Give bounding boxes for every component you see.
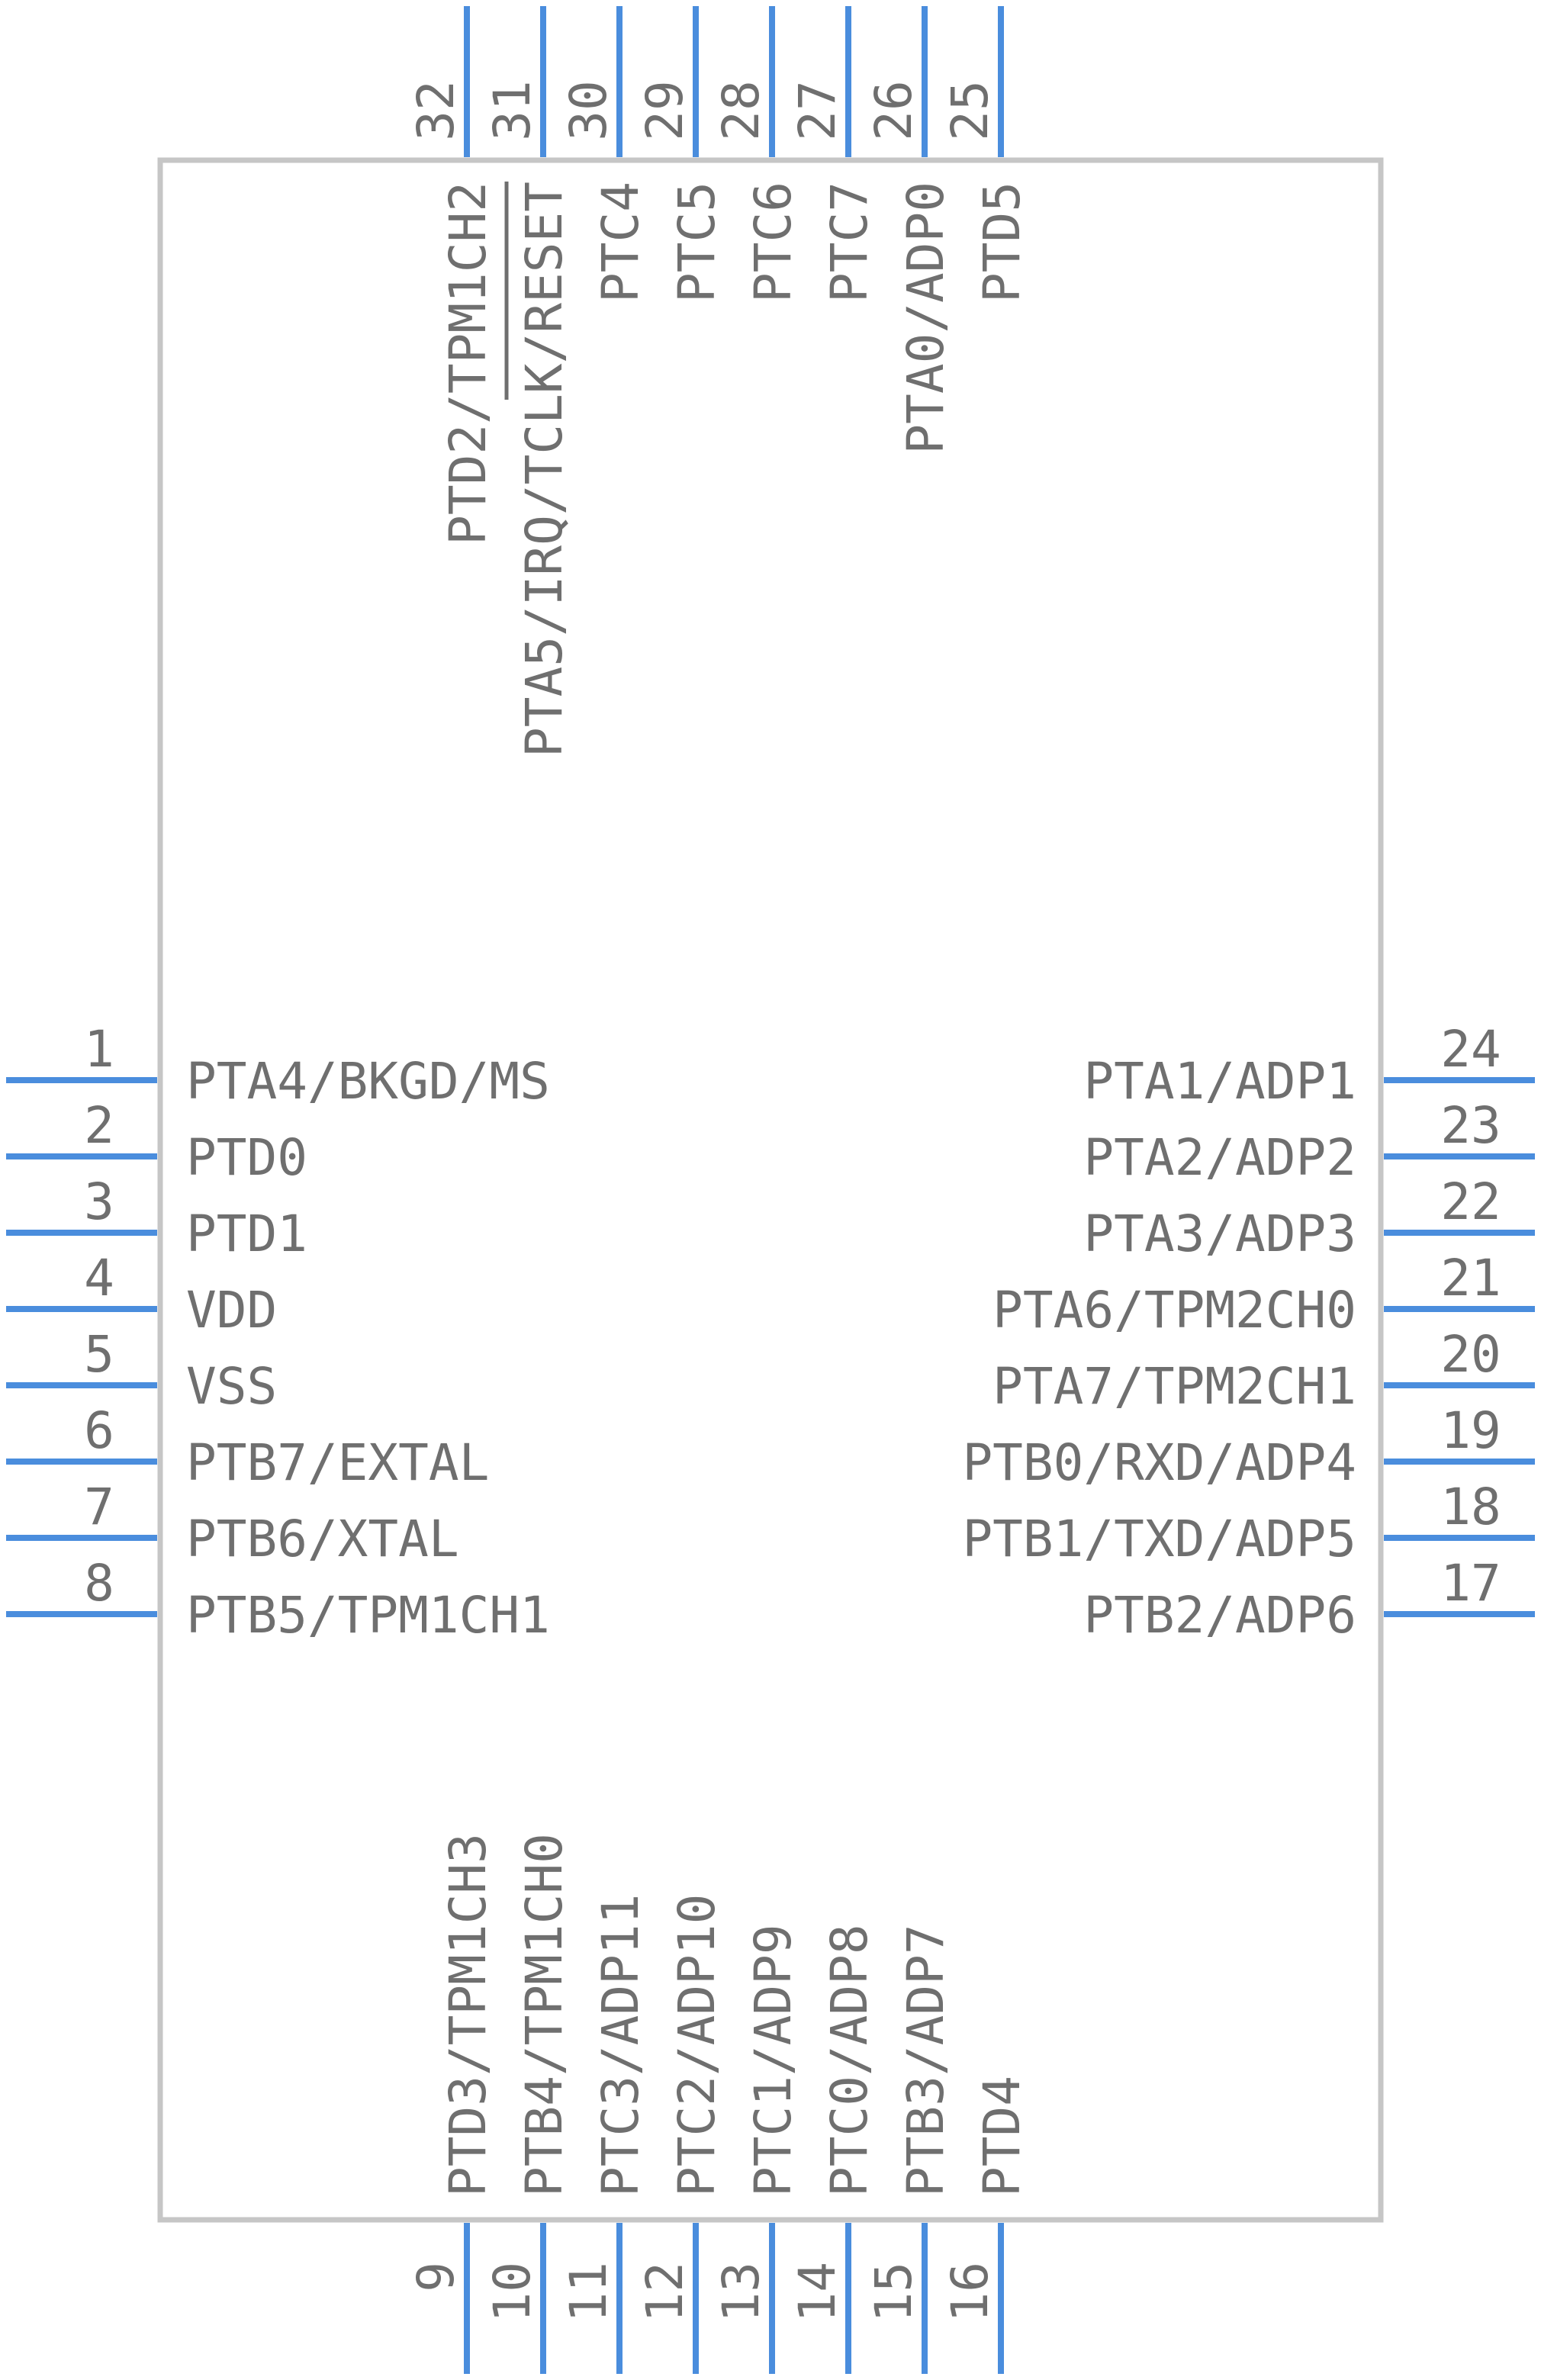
pin-28-label: PTC6 xyxy=(744,182,803,303)
pin-19-label: PTB0/RXD/ADP4 xyxy=(962,1433,1356,1492)
pin-29-label: PTC5 xyxy=(668,182,726,303)
pin-32-number: 32 xyxy=(407,80,465,140)
pin-18-label: PTB1/TXD/ADP5 xyxy=(962,1510,1356,1568)
pin-8-number: 8 xyxy=(84,1554,114,1613)
pin-3-label: PTD1 xyxy=(186,1204,307,1263)
pin-21-number: 21 xyxy=(1440,1249,1501,1307)
pin-21-label: PTA6/TPM2CH0 xyxy=(992,1281,1356,1340)
pin-14-label: PTC0/ADP8 xyxy=(820,1924,879,2197)
pin-11-number: 11 xyxy=(559,2262,618,2322)
pin-28-number: 28 xyxy=(712,80,770,140)
pin-9-label: PTD3/TPM1CH3 xyxy=(439,1833,497,2197)
pin-18-number: 18 xyxy=(1440,1478,1501,1536)
pin-16-number: 16 xyxy=(941,2262,999,2322)
pin-4-number: 4 xyxy=(84,1249,114,1307)
pin-8-label: PTB5/TPM1CH1 xyxy=(186,1586,550,1645)
pin-10-number: 10 xyxy=(483,2262,542,2322)
pin-13-label: PTC1/ADP9 xyxy=(744,1924,803,2197)
pin-5-label: VSS xyxy=(186,1357,277,1416)
pin-2-number: 2 xyxy=(84,1096,114,1155)
pin-7-label: PTB6/XTAL xyxy=(186,1510,459,1568)
pin-2-label: PTD0 xyxy=(186,1128,307,1187)
pin-23-label: PTA2/ADP2 xyxy=(1083,1128,1356,1187)
pin-31-number: 31 xyxy=(483,80,542,140)
pin-24-label: PTA1/ADP1 xyxy=(1083,1052,1356,1111)
pin-25-label: PTD5 xyxy=(973,182,1031,303)
pin-24-number: 24 xyxy=(1440,1020,1501,1079)
pin-6-number: 6 xyxy=(84,1401,114,1460)
pin-29-number: 29 xyxy=(635,80,694,140)
pin-31-label: PTA5/IRQ/TCLK/RESET xyxy=(515,182,574,757)
ic-body xyxy=(157,157,1384,2223)
pin-23-number: 23 xyxy=(1440,1096,1501,1155)
pin-11-label: PTC3/ADP11 xyxy=(591,1894,650,2197)
pin-20-number: 20 xyxy=(1440,1325,1501,1384)
pin-1-label: PTA4/BKGD/MS xyxy=(186,1052,550,1111)
pin-30-label: PTC4 xyxy=(591,182,650,303)
pin-22-label: PTA3/ADP3 xyxy=(1083,1204,1356,1263)
pin-25-number: 25 xyxy=(941,80,999,140)
pin-3-number: 3 xyxy=(84,1172,114,1231)
pin-30-number: 30 xyxy=(559,80,618,140)
pin-26-label: PTA0/ADP0 xyxy=(896,182,955,455)
pin-17-label: PTB2/ADP6 xyxy=(1083,1586,1356,1645)
pin-14-number: 14 xyxy=(788,2262,847,2322)
pin-9-number: 9 xyxy=(407,2262,465,2292)
pin-6-label: PTB7/EXTAL xyxy=(186,1433,489,1492)
pin-16-label: PTD4 xyxy=(973,2076,1031,2197)
pin-20-label: PTA7/TPM2CH1 xyxy=(992,1357,1356,1416)
pin-19-number: 19 xyxy=(1440,1401,1501,1460)
pin-15-number: 15 xyxy=(864,2262,923,2322)
pin-10-label: PTB4/TPM1CH0 xyxy=(515,1833,574,2197)
pin-17-number: 17 xyxy=(1440,1554,1501,1613)
pin-27-number: 27 xyxy=(788,80,847,140)
pin-12-label: PTC2/ADP10 xyxy=(668,1894,726,2197)
pin-22-number: 22 xyxy=(1440,1172,1501,1231)
pin-13-number: 13 xyxy=(712,2262,770,2322)
pin-7-number: 7 xyxy=(84,1478,114,1536)
pin-27-label: PTC7 xyxy=(820,182,879,303)
pin-5-number: 5 xyxy=(84,1325,114,1384)
pin-26-number: 26 xyxy=(864,80,923,140)
pin-32-label: PTD2/TPM1CH2 xyxy=(439,182,497,545)
pin-15-label: PTB3/ADP7 xyxy=(896,1924,955,2197)
pin-4-label: VDD xyxy=(186,1281,277,1340)
pin-12-number: 12 xyxy=(635,2262,694,2322)
pin-1-number: 1 xyxy=(84,1020,114,1079)
